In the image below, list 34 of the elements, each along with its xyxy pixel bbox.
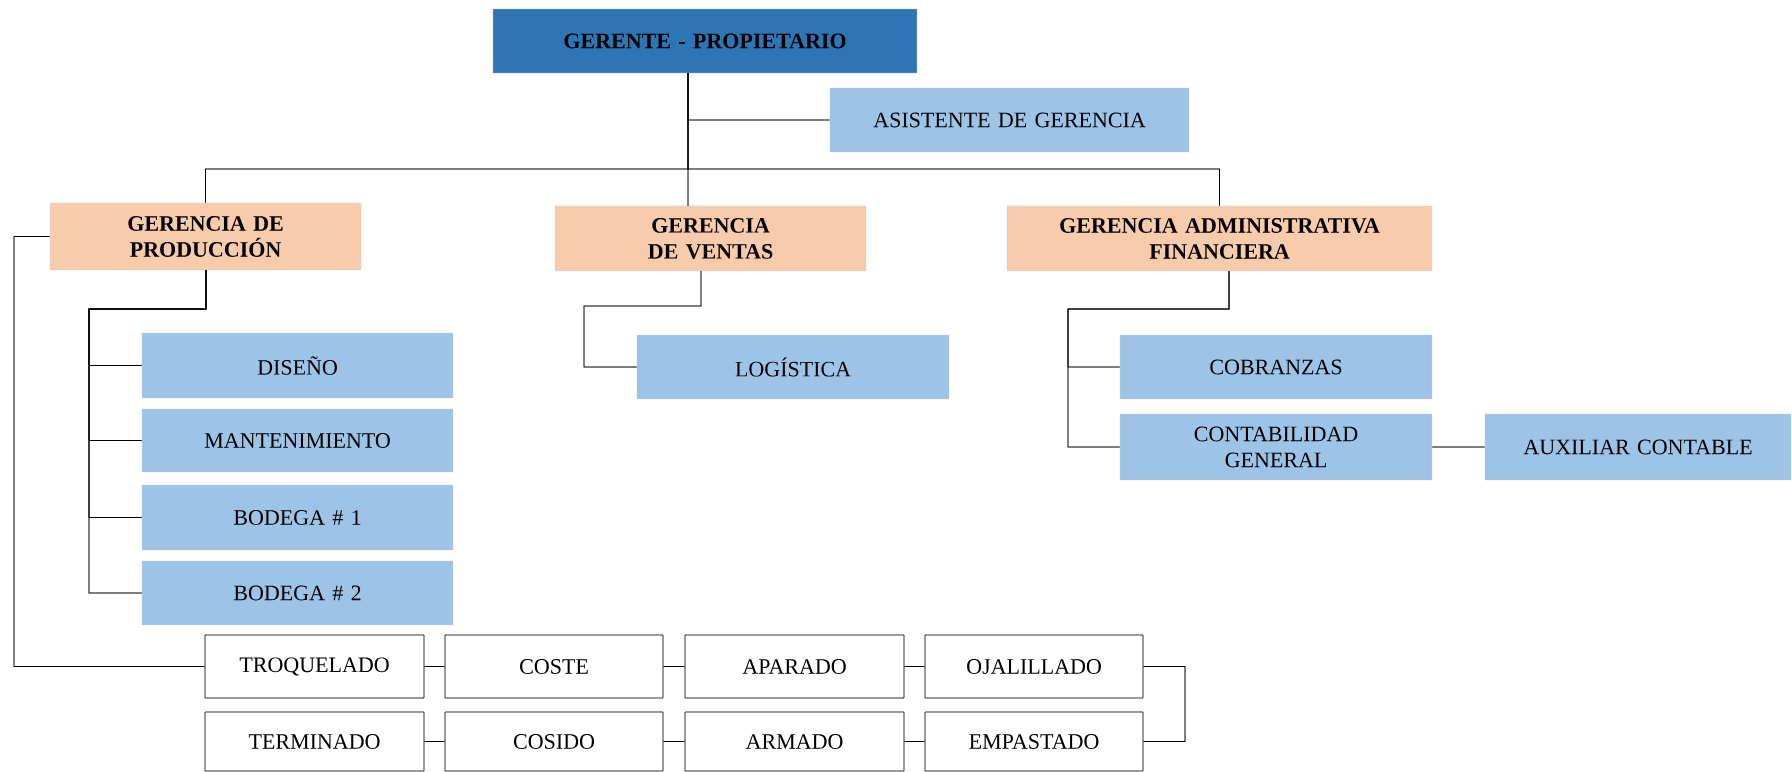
- process-box: APARADO: [684, 634, 905, 699]
- connector: [583, 270, 702, 368]
- department-box: GERENCIA DE PRODUCCIÓN: [49, 202, 362, 271]
- connector: [1431, 446, 1486, 448]
- connector: [687, 72, 1220, 207]
- unit-box: AUXILIAR CONTABLE: [1484, 413, 1792, 481]
- connector: [423, 666, 446, 667]
- unit-box: BODEGA # 2: [141, 560, 454, 626]
- connector: [1142, 666, 1186, 742]
- unit-box: DISEÑO: [141, 332, 454, 399]
- unit-box: COBRANZAS: [1119, 334, 1433, 400]
- assistant-box: ASISTENTE DE GERENCIA: [829, 87, 1190, 153]
- connector: [662, 741, 686, 742]
- unit-box: CONTABILIDAD GENERAL: [1119, 413, 1433, 481]
- process-box: EMPASTADO: [924, 711, 1144, 772]
- process-box: OJALILLADO: [924, 634, 1144, 699]
- department-box: GERENCIA DE VENTAS: [554, 205, 867, 272]
- manager-box: GERENTE - PROPIETARIO: [492, 8, 918, 74]
- connector: [903, 741, 926, 742]
- unit-box: LOGÍSTICA: [636, 334, 950, 400]
- unit-box: MANTENIMIENTO: [141, 408, 454, 473]
- connector: [662, 666, 686, 667]
- connector: [1067, 270, 1230, 448]
- connector: [903, 666, 926, 667]
- process-box: ARMADO: [684, 711, 905, 772]
- process-box: TROQUELADO: [204, 634, 425, 699]
- connector: [423, 741, 446, 742]
- process-box: COSTE: [444, 634, 664, 699]
- department-box: GERENCIA ADMINISTRATIVA FINANCIERA: [1006, 205, 1433, 272]
- connector: [88, 269, 207, 594]
- unit-box: BODEGA # 1: [141, 484, 454, 551]
- process-box: TERMINADO: [204, 711, 425, 772]
- process-box: COSIDO: [444, 711, 664, 772]
- connector: [13, 236, 206, 667]
